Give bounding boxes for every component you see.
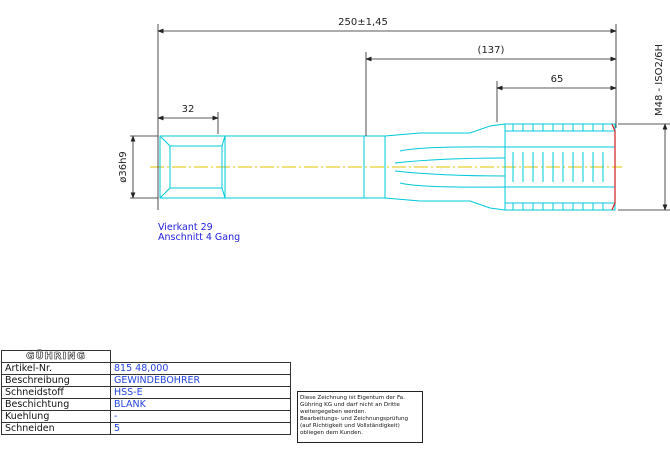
- thread-chamfer: [611, 123, 616, 211]
- table-row: Beschreibung GEWINDEBOHRER: [1, 374, 291, 387]
- note-line: Bearbeitungs- und Zeichnungsprüfung: [300, 416, 409, 422]
- table-row: Schneidstoff HSS-E: [1, 386, 291, 399]
- shank-length-label: (137): [478, 45, 505, 56]
- row-value: 815 48,000: [110, 362, 291, 375]
- table-row: Kuehlung -: [1, 410, 291, 423]
- dimension-lines: [130, 24, 670, 211]
- chamfer-note: Anschnitt 4 Gang: [158, 232, 240, 243]
- note-line: Diese Zeichnung ist Eigentum der Fa.: [300, 395, 405, 401]
- row-value: 5: [110, 422, 291, 435]
- note-line: obliegen dem Kunden.: [300, 430, 363, 436]
- ownership-note: Diese Zeichnung ist Eigentum der Fa. Güh…: [297, 391, 423, 443]
- thread-size-label: M48 - ISO2/6H: [654, 44, 665, 116]
- square-note: Vierkant 29: [158, 222, 213, 233]
- row-label: Kuehlung: [1, 410, 111, 423]
- title-block: GÜHRING Artikel-Nr. 815 48,000 Beschreib…: [1, 350, 291, 435]
- thread-length-label: 65: [551, 74, 564, 85]
- overall-length-label: 250±1,45: [338, 17, 388, 28]
- row-value: GEWINDEBOHRER: [110, 374, 291, 387]
- row-label: Schneidstoff: [1, 386, 111, 399]
- note-line: (auf Richtigkeit und Vollständigkeit): [300, 423, 400, 429]
- note-line: weitergegeben werden.: [300, 409, 367, 415]
- brand-logo: GÜHRING: [1, 350, 111, 363]
- table-row: Schneiden 5: [1, 422, 291, 435]
- square-length-label: 32: [182, 104, 195, 115]
- row-label: Schneiden: [1, 422, 111, 435]
- row-label: Artikel-Nr.: [1, 362, 111, 375]
- note-line: Gühring KG und darf nicht an Dritte: [300, 402, 400, 408]
- row-value: HSS-E: [110, 386, 291, 399]
- row-label: Beschichtung: [1, 398, 111, 411]
- row-value: BLANK: [110, 398, 291, 411]
- row-label: Beschreibung: [1, 374, 111, 387]
- shank-diameter-label: ø36h9: [118, 151, 129, 183]
- table-row: Artikel-Nr. 815 48,000: [1, 362, 291, 375]
- row-value: -: [110, 410, 291, 423]
- table-row: Beschichtung BLANK: [1, 398, 291, 411]
